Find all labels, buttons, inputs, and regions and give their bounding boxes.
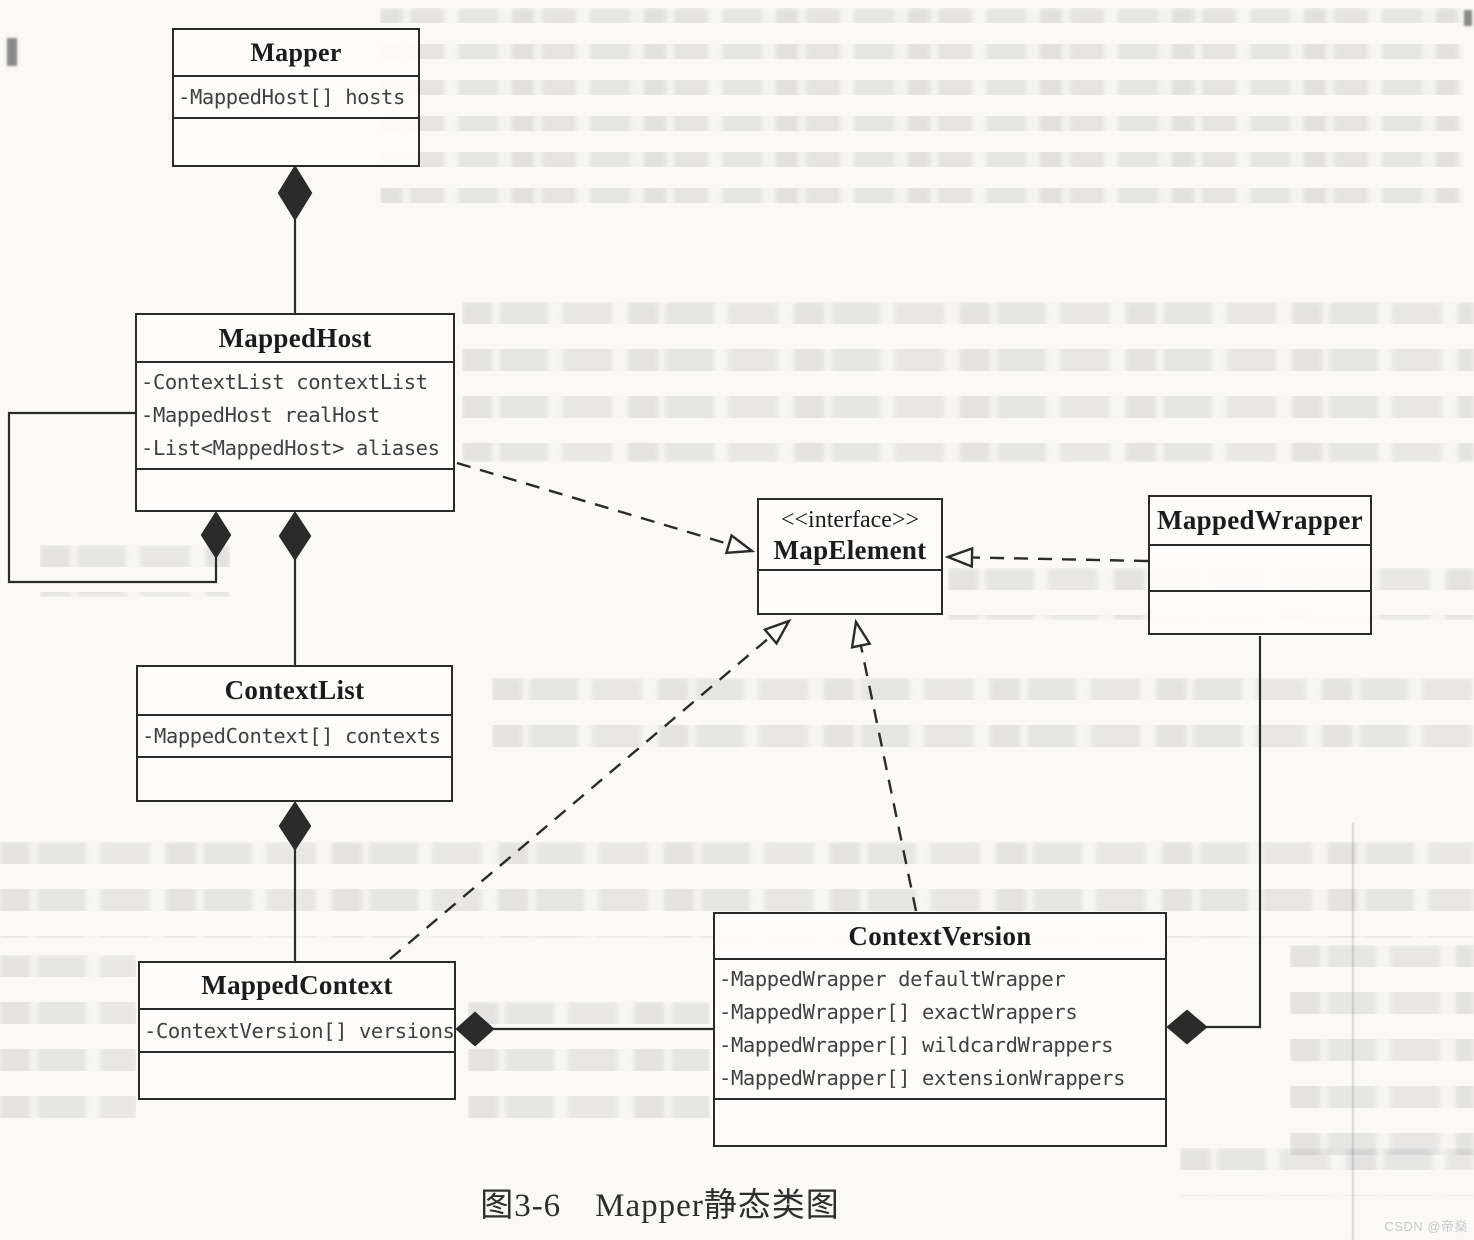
figure-caption: 图3-6 Mapper静态类图: [480, 1188, 840, 1224]
attributes-compartment: [1150, 546, 1370, 592]
attribute: -MappedWrapper[] wildcardWrappers: [719, 1033, 1114, 1057]
composition-diamond-contextversion: [1166, 1009, 1208, 1045]
class-mappedcontext: MappedContext -ContextVersion[] versions: [138, 961, 456, 1100]
interface-name: MapElement: [773, 534, 927, 565]
class-attributes: -ContextList contextList -MappedHost rea…: [137, 363, 453, 470]
realization-mappedwrapper-mapelement: [948, 557, 1149, 561]
operations-compartment: [137, 470, 453, 510]
composition-line-contextversion-mappedwrapper: [1206, 636, 1262, 1029]
operations-compartment: [138, 758, 451, 800]
composition-diamond-mappedhost: [278, 510, 312, 562]
composition-line-mappedhost-self: [7, 411, 218, 584]
class-mapper: Mapper -MappedHost[] hosts: [172, 28, 420, 167]
class-mappedhost: MappedHost -ContextList contextList -Map…: [135, 313, 455, 512]
scan-artifact: [7, 38, 17, 66]
attribute: -MappedWrapper defaultWrapper: [719, 967, 1066, 991]
attribute: -List<MappedHost> aliases: [141, 436, 440, 460]
attribute: -ContextVersion[] versions: [144, 1018, 455, 1043]
class-contextlist: ContextList -MappedContext[] contexts: [136, 665, 453, 802]
interface-mapelement: <<interface>> MapElement: [757, 498, 943, 615]
composition-diamond-mappedhost-self: [200, 510, 232, 560]
scan-artifact: [1464, 10, 1472, 26]
realization-mappedhost-mapelement: [456, 461, 752, 551]
operations-compartment: [174, 119, 418, 165]
csdn-watermark: CSDN @帝燊: [1384, 1219, 1468, 1234]
composition-diamond-mapper: [277, 164, 313, 222]
class-mappedwrapper: MappedWrapper: [1148, 495, 1372, 635]
class-attributes: -MappedContext[] contexts: [138, 716, 451, 758]
class-name: ContextList: [138, 667, 451, 716]
attribute: -MappedContext[] contexts: [142, 724, 441, 748]
attribute: -MappedWrapper[] exactWrappers: [719, 1000, 1078, 1024]
class-name: <<interface>> MapElement: [759, 500, 941, 571]
class-name: MappedContext: [140, 963, 454, 1010]
operations-compartment: [715, 1100, 1165, 1145]
stereotype-label: <<interface>>: [780, 506, 920, 533]
attribute: -MappedHost[] hosts: [178, 85, 405, 109]
class-name: MappedWrapper: [1150, 497, 1370, 546]
class-name: MappedHost: [137, 315, 453, 363]
class-attributes: -MappedWrapper defaultWrapper -MappedWra…: [715, 960, 1165, 1100]
operations-compartment: [759, 571, 941, 613]
class-name: ContextVersion: [715, 914, 1165, 960]
class-attributes: -ContextVersion[] versions: [140, 1010, 455, 1053]
composition-diamond-mappedcontext: [455, 1011, 495, 1047]
realization-contextversion-mapelement: [856, 622, 918, 912]
class-attributes: -MappedHost[] hosts: [174, 77, 418, 119]
realization-mappedcontext-mapelement: [389, 621, 789, 960]
attribute: -MappedHost realHost: [141, 403, 380, 427]
class-name: Mapper: [174, 30, 418, 77]
composition-diamond-contextlist: [278, 800, 312, 852]
operations-compartment: [1150, 592, 1370, 633]
attribute: -ContextList contextList: [141, 370, 428, 394]
class-contextversion: ContextVersion -MappedWrapper defaultWra…: [713, 912, 1167, 1147]
operations-compartment: [140, 1053, 454, 1098]
page-fold-line: [1352, 823, 1354, 1240]
attribute: -MappedWrapper[] extensionWrappers: [719, 1066, 1126, 1090]
